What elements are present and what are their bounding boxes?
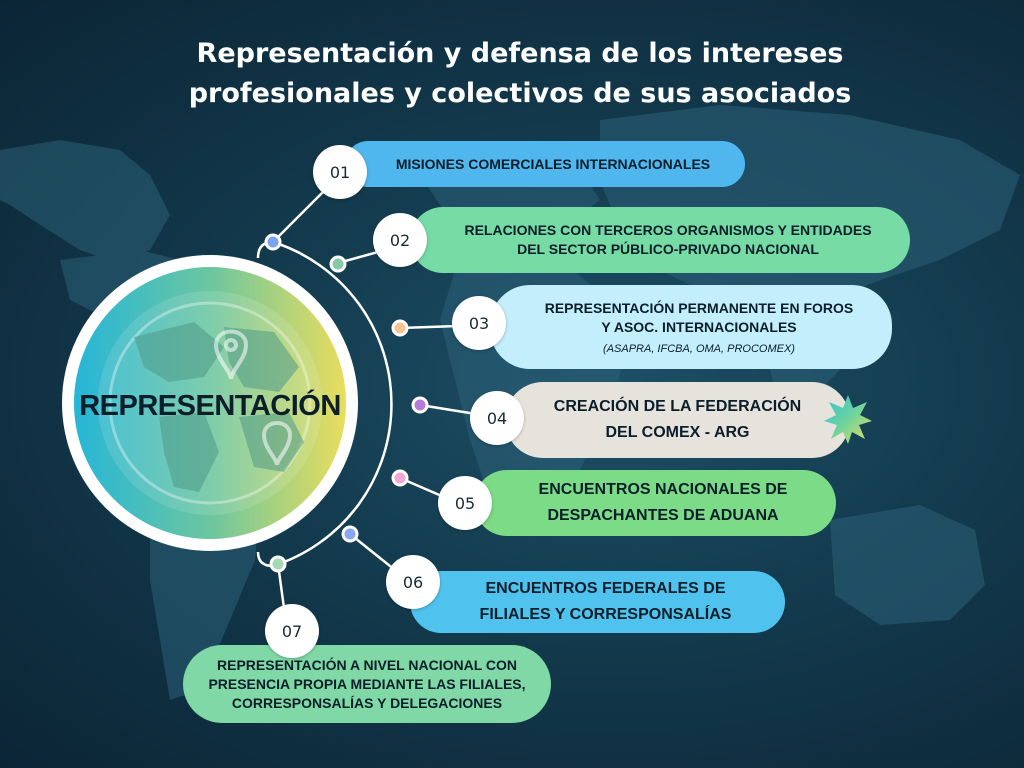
item-07-line-3: CORRESPONSALÍAS Y DELEGACIONES <box>231 694 503 711</box>
link-04 <box>419 403 477 416</box>
item-01: MISIONES COMERCIALES INTERNACIONALES <box>345 141 745 187</box>
center-circle <box>74 267 346 539</box>
link-03 <box>399 324 459 330</box>
item-03-note: (ASAPRA, IFCBA, OMA, PROCOMEX) <box>603 343 795 355</box>
dot-06 <box>341 525 359 543</box>
item-05-line-2: DESPACHANTES DE ADUANA <box>547 507 779 524</box>
dot-01 <box>264 233 282 251</box>
item-03-number: 03 <box>452 296 506 350</box>
item-07: REPRESENTACIÓN A NIVEL NACIONAL CON PRES… <box>183 645 551 723</box>
location-pin-icon <box>213 329 293 466</box>
item-06-number: 06 <box>386 555 440 609</box>
dot-03 <box>391 319 409 337</box>
dot-02 <box>329 255 347 273</box>
dot-05 <box>391 469 409 487</box>
item-06-line-2: FILIALES Y CORRESPONSALÍAS <box>479 606 732 623</box>
page-title: Representación y defensa de los interese… <box>150 34 890 114</box>
item-05-number: 05 <box>438 476 492 530</box>
item-01-line-1: MISIONES COMERCIALES INTERNACIONALES <box>395 155 711 172</box>
item-02-line-2: DEL SECTOR PÚBLICO-PRIVADO NACIONAL <box>517 241 819 257</box>
item-03: REPRESENTACIÓN PERMANENTE EN FOROS Y ASO… <box>490 285 892 369</box>
item-03-line-1: REPRESENTACIÓN PERMANENTE EN FOROS <box>544 300 854 316</box>
item-07-line-2: PRESENCIA PROPIA MEDIANTE LAS FILIALES, <box>208 675 526 692</box>
item-05: ENCUENTROS NACIONALES DE DESPACHANTES DE… <box>474 470 836 536</box>
dot-07 <box>269 555 287 573</box>
item-02-line-1: RELACIONES CON TERCEROS ORGANISMOS Y ENT… <box>464 222 872 238</box>
star-burst-icon <box>824 395 872 444</box>
title-line-2: profesionales y colectivos de sus asocia… <box>188 78 852 109</box>
item-01-number: 01 <box>313 145 367 199</box>
item-03-line-2: Y ASOC. INTERNACIONALES <box>601 319 797 335</box>
item-06-line-1: ENCUENTROS FEDERALES DE <box>485 580 726 597</box>
link-06 <box>349 533 396 571</box>
item-02-number: 02 <box>373 213 427 267</box>
item-04-line-2: DEL COMEX - ARG <box>605 424 750 441</box>
item-02: RELACIONES CON TERCEROS ORGANISMOS Y ENT… <box>410 207 910 273</box>
item-04-number: 04 <box>470 391 524 445</box>
item-06: ENCUENTROS FEDERALES DE FILIALES Y CORRE… <box>410 571 785 633</box>
dot-04 <box>411 396 429 414</box>
item-04: CREACIÓN DE LA FEDERACIÓN DEL COMEX - AR… <box>505 382 850 458</box>
item-05-line-1: ENCUENTROS NACIONALES DE <box>538 481 788 498</box>
item-07-line-1: REPRESENTACIÓN A NIVEL NACIONAL CON <box>217 656 517 673</box>
globe-icon <box>98 291 322 515</box>
center-label: REPRESENTACIÓN <box>79 390 341 422</box>
item-04-line-1: CREACIÓN DE LA FEDERACIÓN <box>553 398 802 415</box>
title-line-1: Representación y defensa de los interese… <box>196 38 844 69</box>
link-01 <box>272 189 326 243</box>
item-07-number: 07 <box>265 604 319 658</box>
